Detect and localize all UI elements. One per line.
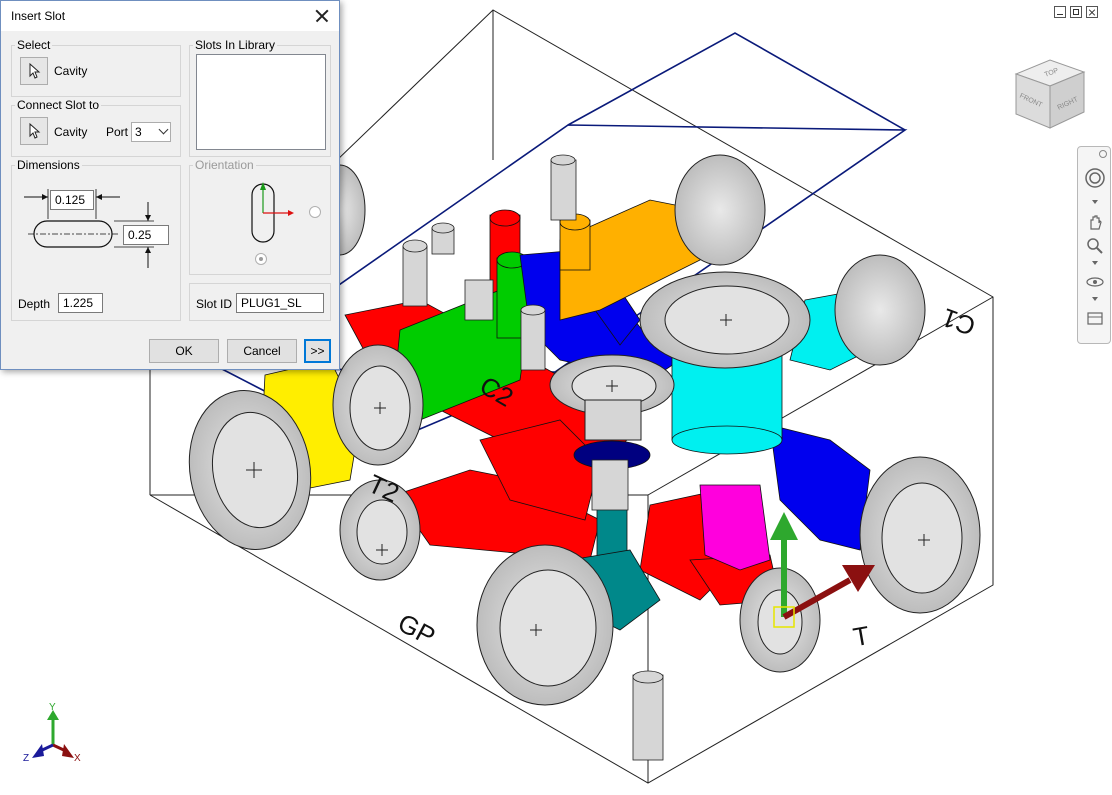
depth-label: Depth	[18, 297, 51, 311]
slots-library-list[interactable]	[196, 54, 326, 150]
orientation-radio-side[interactable]	[309, 206, 321, 218]
gray-pins	[402, 154, 664, 761]
connect-cavity-label: Cavity	[54, 125, 88, 139]
ok-button[interactable]: OK	[149, 339, 219, 363]
slot-id-input[interactable]: PLUG1_SL	[236, 293, 324, 313]
port-label-t: T	[851, 620, 872, 652]
chevron-down-icon[interactable]	[1092, 261, 1098, 265]
pointer-icon	[29, 123, 41, 139]
port-label: Port	[106, 125, 129, 139]
slot-id-label: Slot ID	[196, 297, 233, 311]
orientation-label: Orientation	[193, 158, 256, 172]
close-icon[interactable]	[1086, 6, 1098, 18]
select-group: Select Cavity	[11, 38, 181, 97]
orange-passage	[559, 199, 701, 321]
dimensions-group: Dimensions 0.125 0.25 Depth 1.225	[11, 158, 181, 321]
window-controls	[1054, 6, 1098, 18]
orientation-group: Orientation	[189, 158, 331, 275]
pan-hand-icon[interactable]	[1084, 211, 1106, 231]
pointer-icon	[29, 63, 41, 79]
viewcube-top[interactable]: TOP	[1044, 67, 1060, 79]
port-select-value: 3	[135, 125, 142, 139]
orientation-diagram	[251, 182, 294, 243]
dimensions-group-label: Dimensions	[15, 158, 82, 172]
axis-label-x: X	[74, 753, 81, 764]
slots-library-label: Slots In Library	[193, 38, 278, 52]
dialog-title: Insert Slot	[11, 9, 66, 23]
slots-library-group: Slots In Library	[189, 38, 331, 157]
zoom-icon[interactable]	[1084, 235, 1106, 255]
axis-triad: Y X Z	[20, 700, 90, 770]
port-label-gp: GP	[393, 607, 440, 651]
close-icon[interactable]	[313, 7, 331, 25]
close-icon[interactable]	[1099, 150, 1107, 158]
magenta-passage	[699, 484, 771, 571]
orientation-radio-bottom[interactable]	[255, 253, 267, 265]
steering-wheel-icon[interactable]	[1084, 167, 1106, 188]
chevron-down-icon[interactable]	[1092, 297, 1098, 301]
axis-label-y: Y	[49, 702, 56, 713]
chevron-down-icon	[158, 124, 169, 135]
cancel-button[interactable]: Cancel	[227, 339, 297, 363]
slot-width-input[interactable]: 0.125	[50, 190, 94, 210]
restore-icon[interactable]	[1070, 6, 1082, 18]
select-cavity-label: Cavity	[54, 64, 88, 78]
select-group-label: Select	[15, 38, 53, 52]
connect-group-label: Connect Slot to	[15, 98, 102, 112]
view-icon[interactable]	[1084, 307, 1106, 327]
port-select[interactable]: 3	[131, 122, 171, 142]
navigation-bar	[1077, 146, 1111, 344]
center-marks	[246, 314, 930, 636]
view-cube[interactable]: TOP FRONT RIGHT	[1010, 52, 1088, 132]
slot-dimension-diagram	[24, 189, 154, 268]
port-fittings	[188, 154, 981, 706]
connect-slot-group: Connect Slot to Cavity Port 3	[11, 98, 181, 157]
connect-cavity-pick-button[interactable]	[20, 117, 48, 145]
insert-slot-dialog: Insert Slot Select Cavity Connect Slot t…	[0, 0, 340, 370]
expand-button[interactable]: >>	[304, 339, 331, 363]
move-triad[interactable]	[770, 512, 875, 628]
axis-label-z: Z	[23, 753, 29, 764]
chevron-down-icon[interactable]	[1092, 200, 1098, 204]
orbit-icon[interactable]	[1084, 271, 1106, 291]
minimize-icon[interactable]	[1054, 6, 1066, 18]
dialog-titlebar[interactable]: Insert Slot	[1, 1, 339, 31]
depth-input[interactable]: 1.225	[58, 293, 103, 313]
select-cavity-pick-button[interactable]	[20, 57, 48, 85]
slot-length-input[interactable]: 0.25	[123, 225, 169, 245]
slot-id-group: Slot ID PLUG1_SL	[189, 283, 331, 321]
